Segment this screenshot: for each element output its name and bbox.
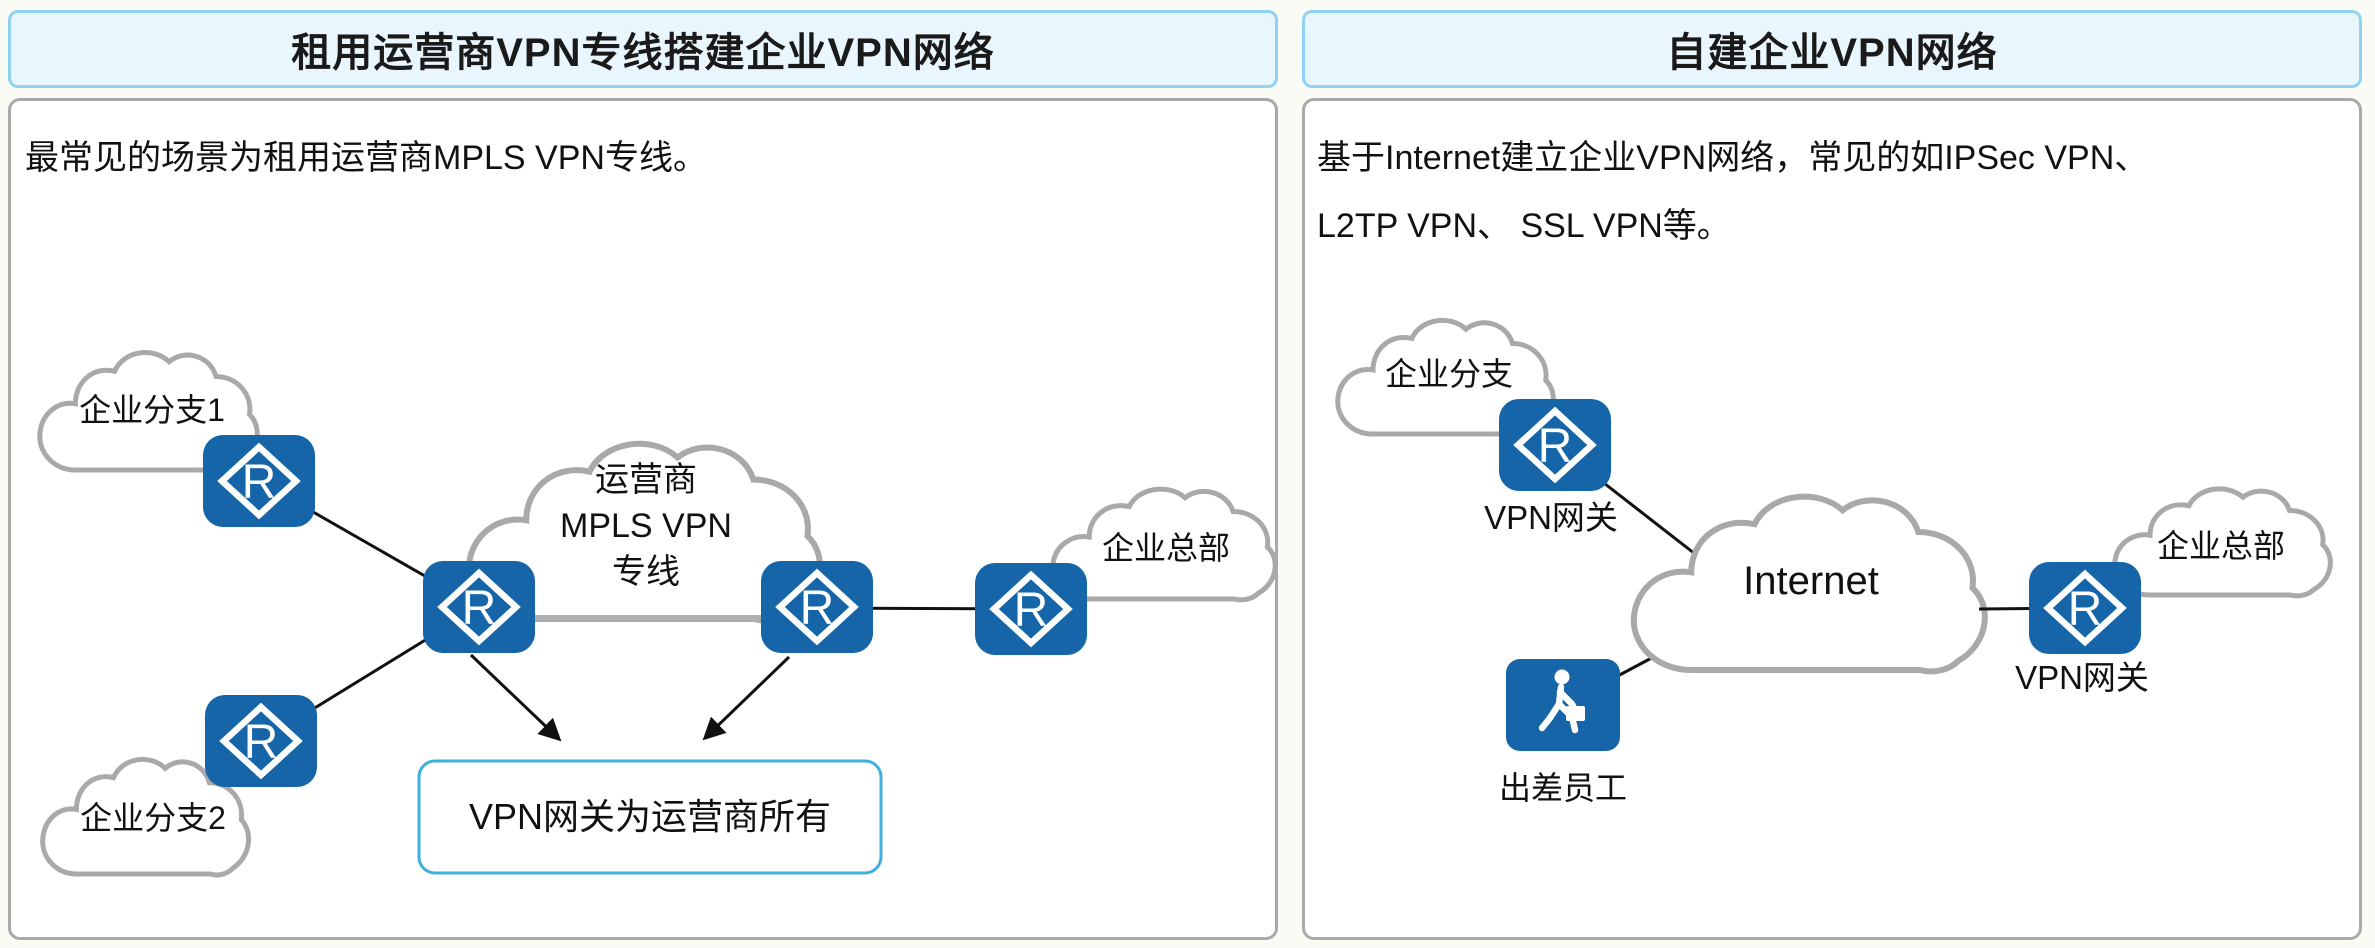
right-panel-title-text: 自建企业VPN网络	[1666, 31, 1998, 75]
self-built-vpn-diagram: 基于Internet建立企业VPN网络，常见的如IPSec VPN、 L2TP …	[1317, 139, 2331, 806]
internet-cloud-label: Internet	[1743, 559, 1879, 603]
router-box	[423, 561, 535, 653]
router-diamond	[1513, 406, 1597, 484]
router-letter: R	[462, 582, 497, 635]
router-letter: R	[242, 456, 277, 509]
router-letter: R	[800, 582, 835, 635]
walking-person-icon	[1538, 669, 1585, 734]
router-icon: R	[423, 561, 535, 653]
branch1-cloud-label: 企业分支1	[79, 392, 225, 428]
leased-line-vpn-diagram: 最常见的场景为租用运营商MPLS VPN专线。 R R R	[25, 139, 1275, 876]
mpls-cloud-label-line2: MPLS VPN	[560, 507, 732, 545]
note-arrow-right	[702, 655, 791, 741]
note-box-label: VPN网关为运营商所有	[469, 796, 831, 837]
traveler-icon	[1506, 659, 1620, 751]
router-box	[203, 435, 315, 527]
router-box	[2029, 562, 2141, 654]
right-panel-title: 自建企业VPN网络	[1302, 10, 2362, 88]
router-icon: R	[761, 561, 873, 653]
router-box	[1499, 399, 1611, 491]
router-icon: R	[203, 435, 315, 527]
router-icon: R	[2029, 562, 2141, 654]
left-panel-title-text: 租用运营商VPN专线搭建企业VPN网络	[291, 31, 995, 75]
mpls-cloud-label-line3: 专线	[612, 553, 680, 591]
router-letter: R	[2068, 583, 2103, 636]
hq-gateway-label: VPN网关	[2015, 659, 2149, 696]
right-description-line2: L2TP VPN、 SSL VPN等。	[1317, 207, 1731, 245]
right-panel-body: 基于Internet建立企业VPN网络，常见的如IPSec VPN、 L2TP …	[1302, 98, 2362, 940]
router-icon: R	[205, 695, 317, 787]
hq-cloud-label: 企业总部	[2157, 528, 2285, 564]
left-panel-body: 最常见的场景为租用运营商MPLS VPN专线。 R R R	[8, 98, 1278, 940]
router-letter: R	[1538, 420, 1573, 473]
router-box	[205, 695, 317, 787]
router-letter: R	[244, 716, 279, 769]
hq-cloud-label: 企业总部	[1102, 530, 1230, 566]
mpls-cloud-label-line1: 运营商	[595, 461, 697, 499]
router-box	[975, 563, 1087, 655]
router-diamond	[219, 702, 303, 780]
branch-cloud-label: 企业分支	[1385, 356, 1513, 392]
router-icon: R	[1499, 399, 1611, 491]
router-letter: R	[1014, 584, 1049, 637]
traveler-label: 出差员工	[1499, 770, 1627, 806]
router-diamond	[2043, 569, 2127, 647]
router-diamond	[989, 570, 1073, 648]
router-diamond	[775, 568, 859, 646]
router-icon: R	[975, 563, 1087, 655]
branch2-cloud-label: 企业分支2	[80, 800, 226, 836]
left-panel-title: 租用运营商VPN专线搭建企业VPN网络	[8, 10, 1278, 88]
branch-gateway-label: VPN网关	[1484, 499, 1618, 536]
note-arrow-left	[469, 653, 562, 742]
left-description: 最常见的场景为租用运营商MPLS VPN专线。	[25, 139, 707, 177]
right-description-line1: 基于Internet建立企业VPN网络，常见的如IPSec VPN、	[1317, 139, 2148, 177]
router-box	[761, 561, 873, 653]
note-box	[417, 759, 883, 875]
router-diamond	[217, 442, 301, 520]
router-diamond	[437, 568, 521, 646]
